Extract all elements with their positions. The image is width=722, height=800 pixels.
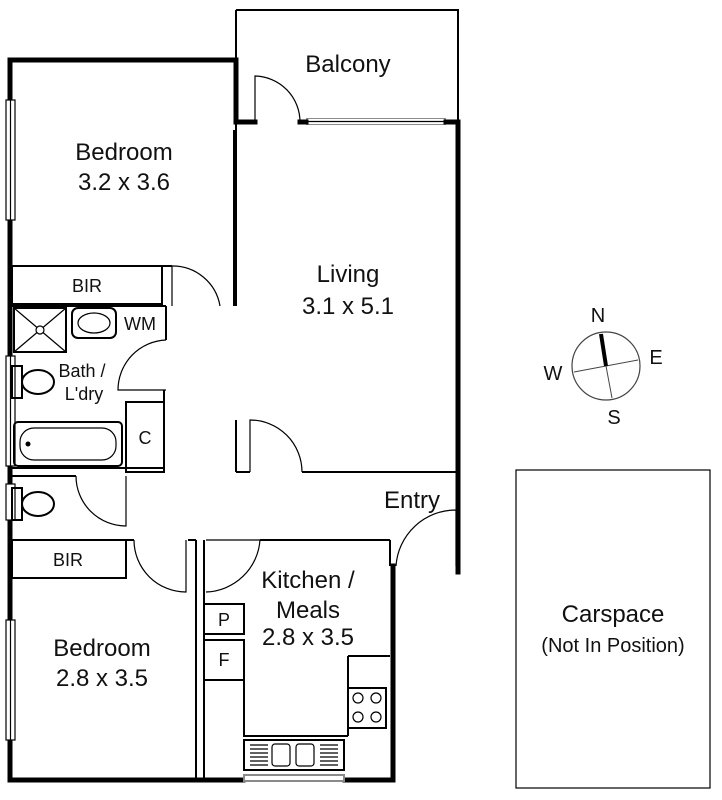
bedroom1-size-label: 3.2 x 3.6 (78, 169, 170, 196)
bedroom1-name-label: Bedroom (75, 139, 172, 166)
door-swings (75, 75, 457, 593)
living-size-label: 3.1 x 5.1 (302, 293, 394, 320)
compass-west-label: W (544, 363, 563, 385)
kitchen-size-label: 2.8 x 3.5 (262, 624, 354, 651)
wm-label: WM (124, 314, 156, 334)
meals-label: Meals (276, 597, 340, 624)
balcony-label: Balcony (305, 51, 390, 78)
pantry-label: P (218, 610, 230, 630)
bedroom2-name-label: Bedroom (53, 635, 150, 662)
fridge-label: F (219, 650, 230, 670)
entry-label: Entry (384, 487, 440, 514)
compass-east-label: E (649, 347, 662, 369)
laundry-label: L'dry (65, 384, 103, 404)
kitchen-fixtures (243, 687, 387, 782)
bathroom-fixtures (11, 307, 123, 521)
cupboard-label: C (139, 428, 152, 448)
compass-south-label: S (607, 407, 620, 429)
carspace-note-label: (Not In Position) (541, 635, 684, 657)
interior-walls (11, 122, 458, 780)
bir1-label: BIR (72, 276, 102, 296)
compass-north-label: N (591, 305, 605, 327)
living-name-label: Living (317, 261, 380, 288)
kitchen-label: Kitchen / (261, 567, 355, 594)
compass-rose (571, 331, 641, 401)
carspace-outline (515, 469, 711, 789)
bath-label: Bath / (58, 361, 105, 381)
carspace-label: Carspace (562, 601, 665, 628)
balcony-outline (235, 9, 459, 125)
bedroom2-size-label: 2.8 x 3.5 (56, 665, 148, 692)
bir2-label: BIR (53, 550, 83, 570)
left-windows (5, 99, 16, 741)
